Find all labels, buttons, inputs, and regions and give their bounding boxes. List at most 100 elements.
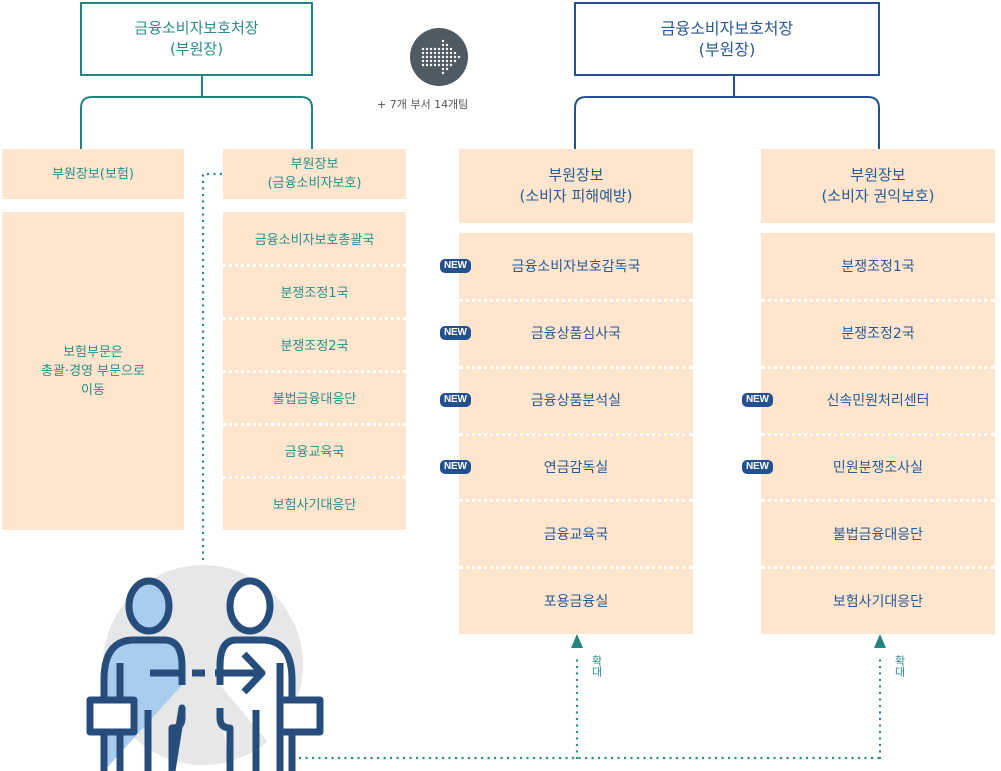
rights-deputy-subtitle: (소비자 권익보호)	[821, 187, 935, 205]
added-units-note: + 7개 부서 14개팀	[377, 98, 469, 111]
department-label: 금융교육국	[543, 526, 609, 543]
department-item: 금융소비자보호감독국	[459, 233, 693, 300]
arrow-dot	[449, 59, 453, 63]
department-label: 분쟁조정1국	[841, 259, 915, 276]
arrow-dot	[441, 43, 445, 47]
insurance-note-line: 보험부문은	[63, 344, 123, 360]
expand-arrow-up-icon	[571, 634, 583, 648]
arrow-dot	[433, 55, 437, 59]
arrow-dot	[441, 55, 445, 59]
arrow-dot	[445, 55, 449, 59]
department-label: 분쟁조정1국	[280, 286, 349, 301]
consumer-deputy-title: 부원장보	[290, 157, 339, 172]
arrow-dot	[449, 51, 453, 55]
insurance-deputy-label: 부원장보(보험)	[52, 166, 134, 182]
arrow-dot	[449, 47, 453, 51]
department-label: 분쟁조정2국	[841, 326, 915, 343]
department-item: 분쟁조정1국	[223, 265, 406, 318]
arrow-dot	[457, 55, 461, 59]
department-label: 연금감독실	[543, 459, 609, 476]
new-badge: NEW	[440, 326, 471, 341]
new-badge: NEW	[440, 459, 471, 474]
dotted-divider	[761, 365, 995, 369]
department-item: 연금감독실	[459, 434, 693, 501]
department-item: 금융상품심사국	[459, 300, 693, 367]
arrow-dot	[441, 63, 445, 67]
arrow-dot	[441, 51, 445, 55]
department-item: 불법금융대응단	[761, 500, 995, 567]
new-badge: NEW	[742, 459, 773, 474]
rights-deputy-title: 부원장보	[850, 166, 906, 184]
department-item: 보험사기대응단	[761, 567, 995, 634]
arrow-dot	[445, 51, 449, 55]
arrow-dot	[437, 59, 441, 63]
department-item: 민원분쟁조사실	[761, 434, 995, 501]
arrow-dot	[445, 43, 449, 47]
arrow-dot	[441, 59, 445, 63]
right-director-box: 금융소비자보호처장 (부원장)	[574, 2, 880, 76]
department-label: 보험사기대응단	[832, 593, 924, 610]
dotted-divider	[761, 298, 995, 302]
right-director-title: 금융소비자보호처장	[660, 19, 794, 38]
arrow-dot	[429, 51, 433, 55]
arrow-dot	[429, 55, 433, 59]
prevention-deputy-box: 부원장보 (소비자 피해예방)	[459, 149, 693, 223]
dotted-divider	[223, 317, 406, 320]
department-item: 금융소비자보호총괄국	[223, 212, 406, 265]
dotted-divider	[761, 432, 995, 436]
arrow-dot	[425, 59, 429, 63]
arrow-dot	[429, 63, 433, 67]
department-label: 민원분쟁조사실	[832, 459, 924, 476]
department-item: 분쟁조정2국	[223, 318, 406, 371]
department-label: 불법금융대응단	[832, 526, 924, 543]
department-label: 불법금융대응단	[272, 392, 357, 407]
expand-arrow-up-icon	[874, 634, 886, 648]
arrow-dot	[433, 59, 437, 63]
department-label: 보험사기대응단	[272, 498, 357, 513]
dotted-divider	[459, 365, 693, 369]
left-director-subtitle: (부원장)	[169, 40, 224, 58]
dotted-divider	[761, 499, 995, 503]
new-badge: NEW	[742, 393, 773, 408]
department-item: 금융교육국	[459, 500, 693, 567]
arrow-dot	[445, 67, 449, 71]
rights-deputy-box: 부원장보 (소비자 권익보호)	[761, 149, 995, 223]
insurance-note-line: 이동	[81, 382, 105, 398]
prevention-deputy-subtitle: (소비자 피해예방)	[519, 187, 633, 205]
department-label: 금융소비자보호감독국	[511, 259, 641, 276]
arrow-dot	[433, 63, 437, 67]
department-item: 분쟁조정2국	[761, 300, 995, 367]
arrow-dot	[433, 51, 437, 55]
insurance-note-line: 총괄·경영 부문으로	[41, 363, 145, 379]
arrow-dot	[453, 51, 457, 55]
arrow-dot	[441, 71, 445, 75]
department-label: 금융상품분석실	[530, 393, 622, 410]
consumer-deputy-subtitle: (금융소비자보호)	[267, 176, 362, 191]
left-director-title: 금융소비자보호처장	[134, 19, 259, 37]
dotted-divider	[223, 423, 406, 426]
arrow-dot	[445, 63, 449, 67]
dotted-divider	[459, 499, 693, 503]
arrow-dot	[425, 47, 429, 51]
expand-label: 확대	[590, 655, 603, 677]
arrow-dot	[441, 39, 445, 43]
transition-arrow-icon	[410, 28, 468, 86]
arrow-dot	[425, 63, 429, 67]
dotted-divider	[761, 566, 995, 570]
right-director-subtitle: (부원장)	[698, 40, 756, 59]
department-item: 분쟁조정1국	[761, 233, 995, 300]
arrow-dot	[421, 51, 425, 55]
arrow-dot	[441, 47, 445, 51]
arrow-dot	[437, 47, 441, 51]
people-transfer-illustration	[86, 565, 324, 771]
dotted-flow-lines	[201, 172, 882, 760]
arrow-dot	[429, 59, 433, 63]
consumer-deputy-box: 부원장보 (금융소비자보호)	[223, 149, 406, 199]
arrow-dot	[449, 55, 453, 59]
left-director-box: 금융소비자보호처장 (부원장)	[80, 2, 313, 76]
department-item: 금융상품분석실	[459, 367, 693, 434]
arrow-dot	[449, 63, 453, 67]
arrow-dot	[421, 59, 425, 63]
insurance-deputy-box: 부원장보(보험)	[2, 149, 184, 199]
